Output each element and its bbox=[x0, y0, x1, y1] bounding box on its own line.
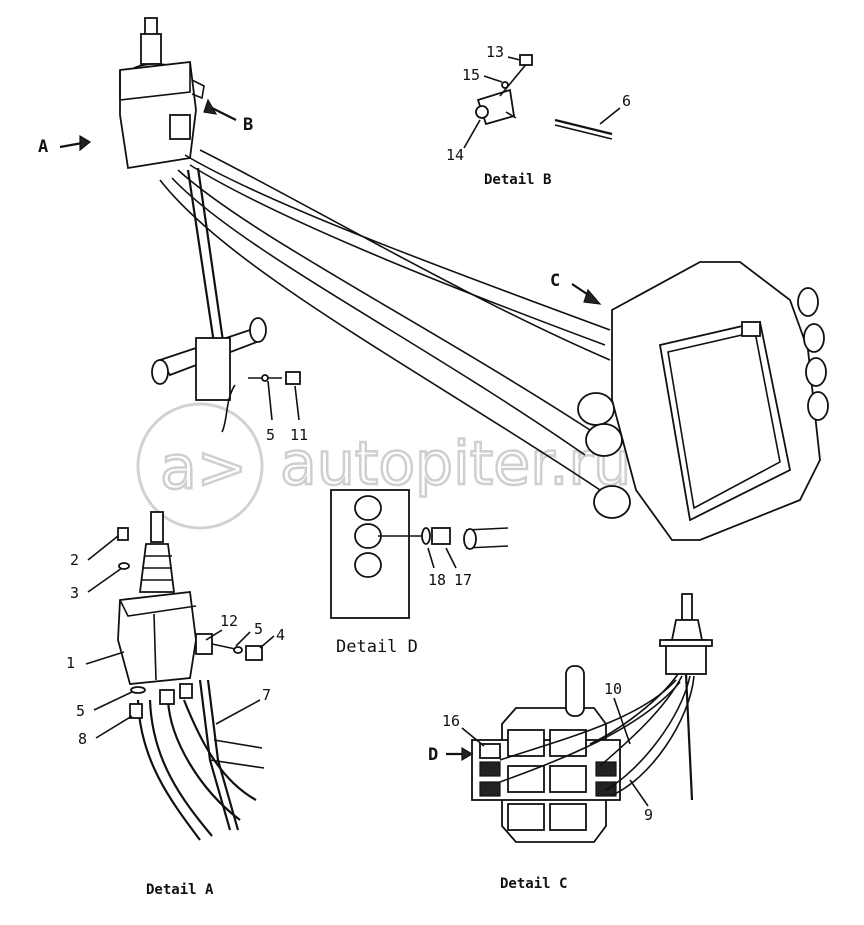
detail-a-lever-shaft bbox=[150, 511, 164, 543]
main-view: A B C 5 11 bbox=[38, 17, 829, 541]
callout-8: 8 bbox=[78, 730, 87, 748]
callout-1: 1 bbox=[66, 654, 75, 672]
callout-5-upper: 5 bbox=[254, 620, 263, 638]
bolt-11 bbox=[285, 371, 301, 385]
callout-17: 17 bbox=[454, 571, 472, 589]
detail-a-caption: Detail A bbox=[146, 882, 214, 898]
callout-13: 13 bbox=[486, 43, 504, 61]
callout-2: 2 bbox=[70, 551, 79, 569]
arrow-d-label: D bbox=[428, 745, 438, 765]
arrow-a-label: A bbox=[38, 137, 48, 157]
detail-a: 1 2 3 4 5 5 7 8 12 Detail A bbox=[66, 511, 285, 898]
watermark: a> autopiter.ru bbox=[136, 402, 632, 530]
arrow-b-label: B bbox=[243, 115, 253, 135]
valve-connector bbox=[169, 114, 191, 140]
detail-d: 18 17 Detail D bbox=[330, 489, 509, 657]
detail-d-caption: Detail D bbox=[336, 637, 418, 657]
box-ports bbox=[577, 287, 829, 519]
detail-c: 10 16 9 D Detail C bbox=[428, 593, 713, 892]
callout-6: 6 bbox=[622, 92, 631, 110]
callout-3: 3 bbox=[70, 584, 79, 602]
arrow-c-label: C bbox=[550, 271, 560, 291]
callout-12: 12 bbox=[220, 612, 238, 630]
pin-6 bbox=[554, 118, 613, 136]
callout-14: 14 bbox=[446, 146, 464, 164]
callout-7: 7 bbox=[262, 686, 271, 704]
valve-box-cover bbox=[658, 320, 792, 522]
lever-shaft bbox=[140, 33, 162, 65]
watermark-logo-glyph: a> bbox=[160, 433, 247, 503]
callout-9: 9 bbox=[644, 806, 653, 824]
callout-4: 4 bbox=[276, 626, 285, 644]
watermark-text: autopiter.ru bbox=[280, 429, 631, 499]
detail-b: 13 15 14 6 Detail B bbox=[446, 43, 631, 188]
detail-b-caption: Detail B bbox=[484, 172, 551, 188]
clamp-block bbox=[195, 337, 231, 401]
callout-18: 18 bbox=[428, 571, 446, 589]
callout-5-lower: 5 bbox=[76, 702, 85, 720]
callout-11: 11 bbox=[290, 426, 308, 444]
detail-c-caption: Detail C bbox=[500, 876, 567, 892]
detail-a-valve-body bbox=[117, 591, 197, 685]
callout-10: 10 bbox=[604, 680, 622, 698]
callout-15: 15 bbox=[462, 66, 480, 84]
arrow-b bbox=[211, 107, 237, 121]
callout-16: 16 bbox=[442, 712, 460, 730]
fitting-17 bbox=[431, 527, 451, 545]
callout-5-main: 5 bbox=[266, 426, 275, 444]
